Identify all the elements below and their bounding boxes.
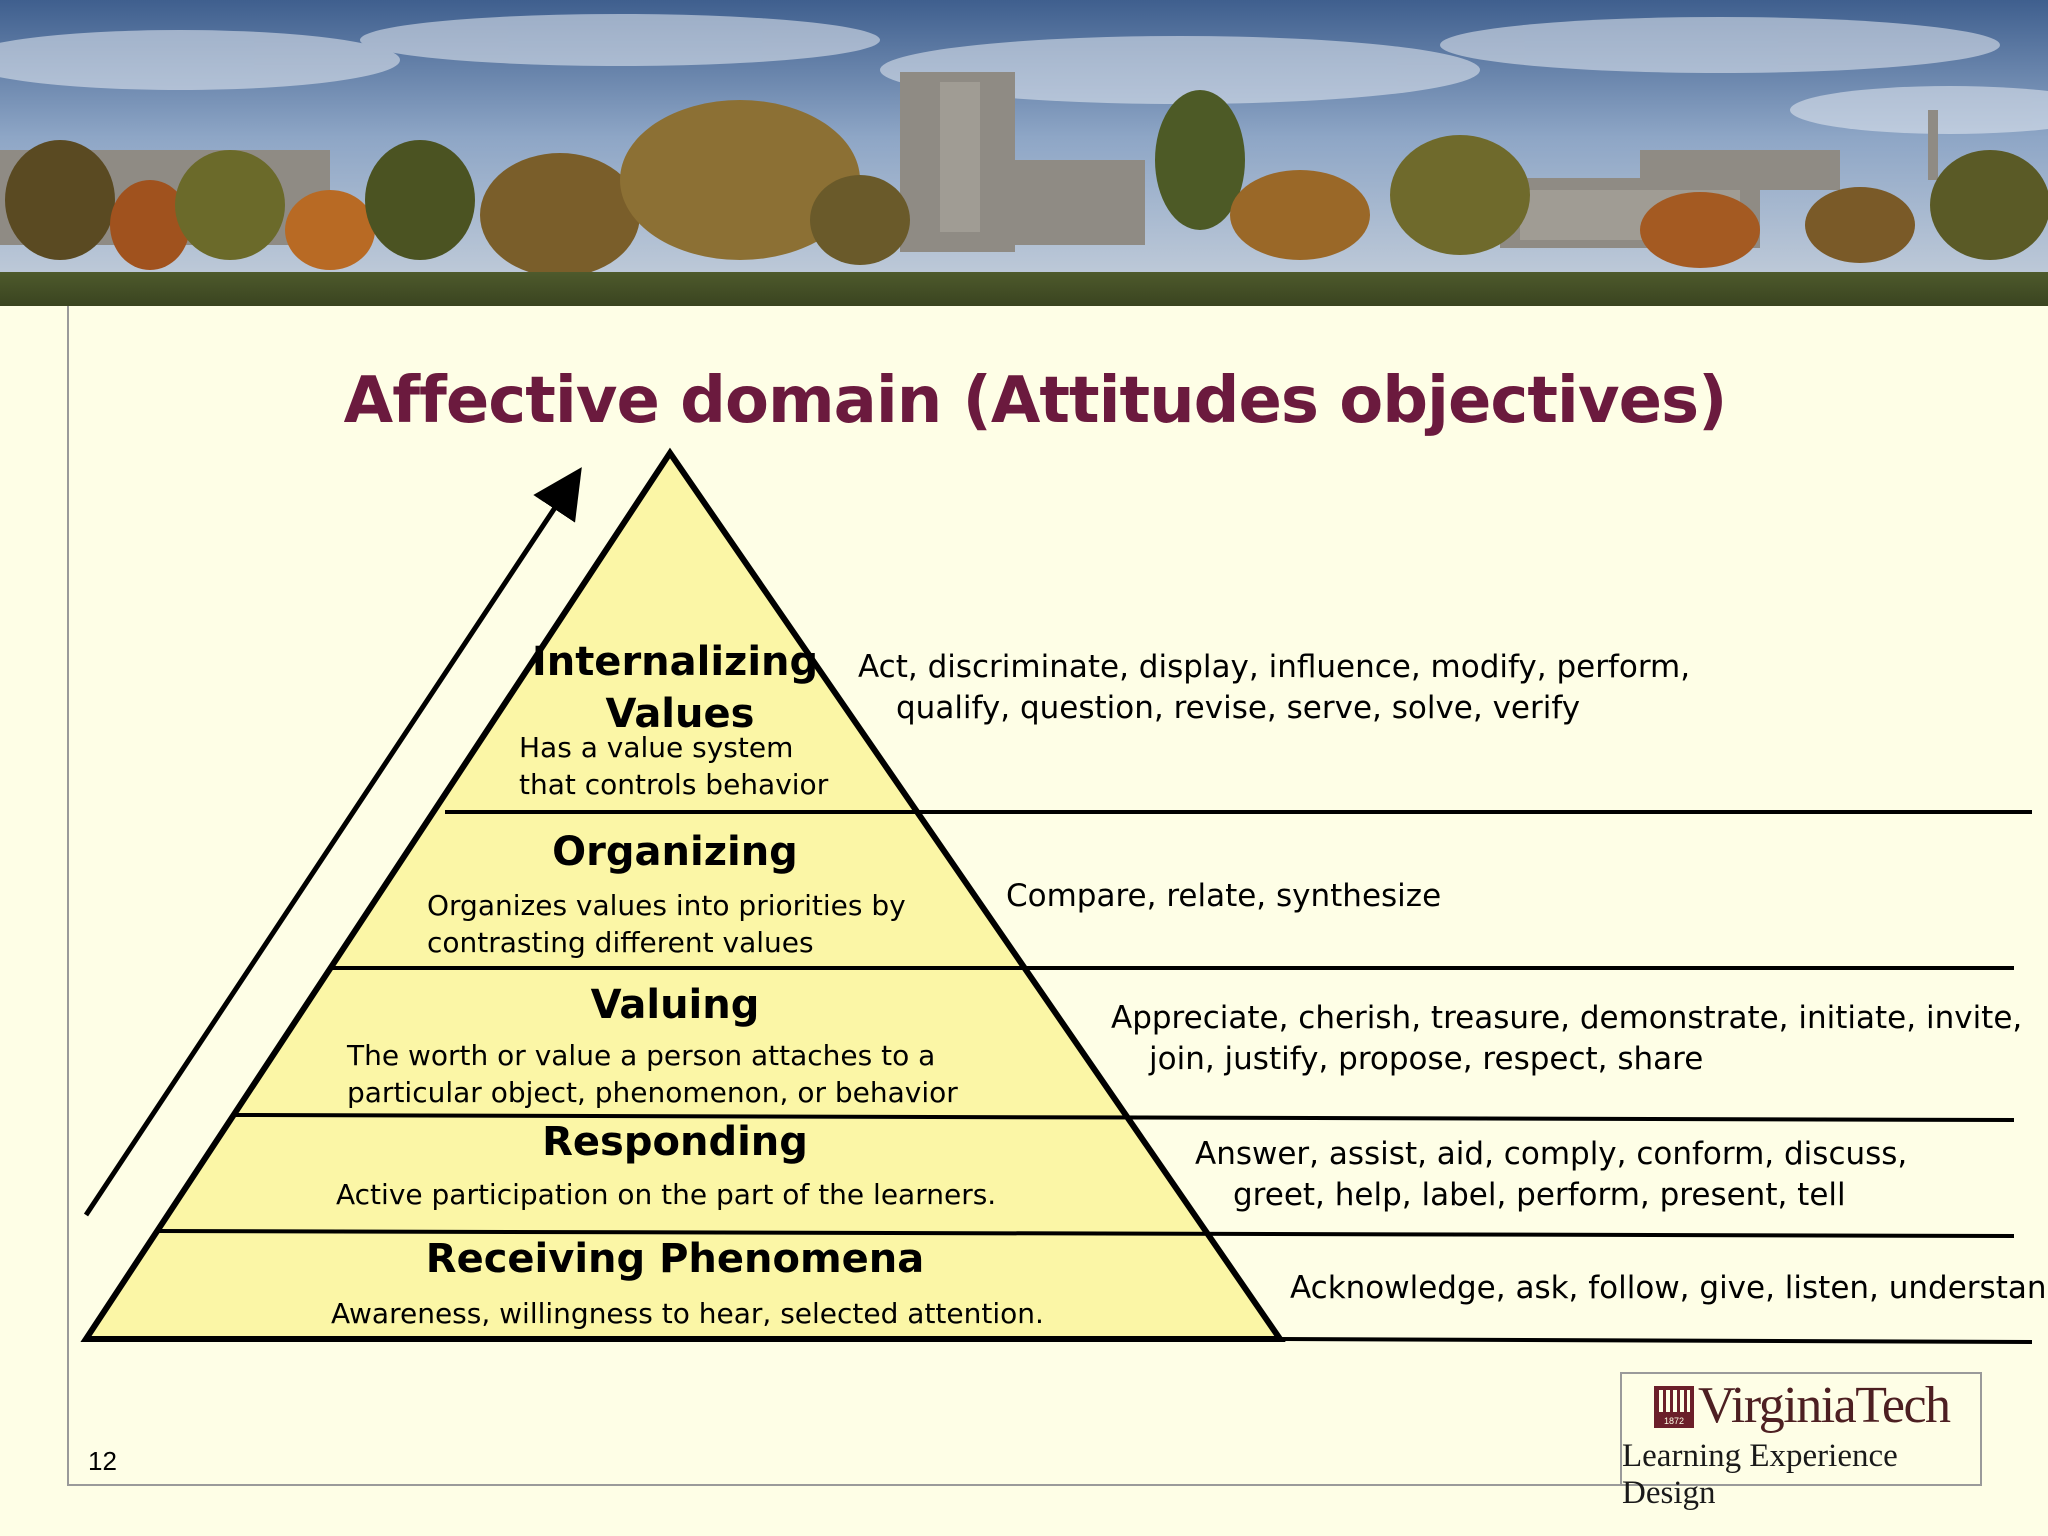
verbs-receiving-phenomena: Acknowledge, ask, follow, give, listen, … [1290, 1270, 2048, 1306]
seal-year: 1872 [1664, 1416, 1684, 1426]
level-title-valuing: Valuing [590, 982, 760, 1028]
slide-frame-left [67, 306, 69, 1486]
tier-divider-5 [1279, 1337, 2033, 1344]
page-title: Affective domain (Attitudes objectives) [343, 364, 1728, 438]
level-desc-responding: Active participation on the part of the … [336, 1178, 997, 1211]
level-desc-internalizing-values: Has a value system that controls behavio… [519, 731, 829, 801]
verbs-valuing: Appreciate, cherish, treasure, demonstra… [1111, 1000, 2023, 1077]
logo-subtitle: Learning Experience Design [1622, 1438, 1898, 1511]
verbs-responding: Answer, assist, aid, comply, conform, di… [1195, 1136, 1908, 1213]
level-desc-organizing: Organizes values into priorities by cont… [427, 889, 906, 959]
slide-frame-bottom [67, 1484, 1981, 1486]
virginia-tech-logo: 1872 VirginiaTech Learning Experience De… [1620, 1372, 1982, 1511]
level-title-responding: Responding [542, 1119, 808, 1165]
verbs-organizing: Compare, relate, synthesize [1006, 878, 1442, 914]
slide-number: 12 [88, 1446, 117, 1476]
verbs-internalizing-values: Act, discriminate, display, influence, m… [858, 649, 1691, 726]
level-title-internalizing-values: Internalizing Values [531, 639, 819, 737]
virginia-tech-seal-icon: 1872 [1654, 1386, 1694, 1428]
level-desc-receiving-phenomena: Awareness, willingness to hear, selected… [331, 1297, 1044, 1330]
level-desc-valuing: The worth or value a person attaches to … [347, 1039, 958, 1109]
tier-divider-4 [157, 1229, 2015, 1238]
progression-arrow [83, 467, 582, 1217]
tier-divider-3 [235, 1113, 2015, 1122]
level-title-organizing: Organizing [552, 829, 798, 875]
level-title-receiving-phenomena: Receiving Phenomena [425, 1236, 925, 1282]
campus-banner-photo [0, 0, 2048, 306]
logo-wordmark: VirginiaTech [1698, 1377, 1951, 1434]
